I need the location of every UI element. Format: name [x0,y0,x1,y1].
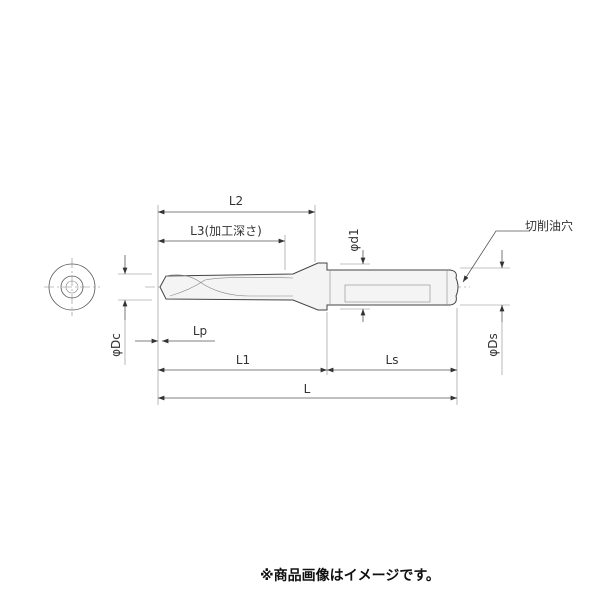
label-Dc: φDc [109,333,123,357]
label-L2: L2 [229,194,243,208]
drill-body [159,262,459,311]
label-Lp: Lp [193,324,207,338]
label-Ls: Ls [386,353,399,367]
label-L3: L3(加工深さ) [190,224,262,238]
image-disclaimer: ※商品画像はイメージです。 [260,568,440,584]
label-L: L [304,382,311,396]
label-oil-hole: 切削油穴 [525,218,573,233]
dimension-lines [122,209,530,401]
label-Ds: φDs [486,333,500,356]
label-d1: φd1 [347,228,361,251]
oil-hole-leader [462,230,530,283]
label-L1: L1 [236,353,250,367]
end-view [44,258,100,316]
